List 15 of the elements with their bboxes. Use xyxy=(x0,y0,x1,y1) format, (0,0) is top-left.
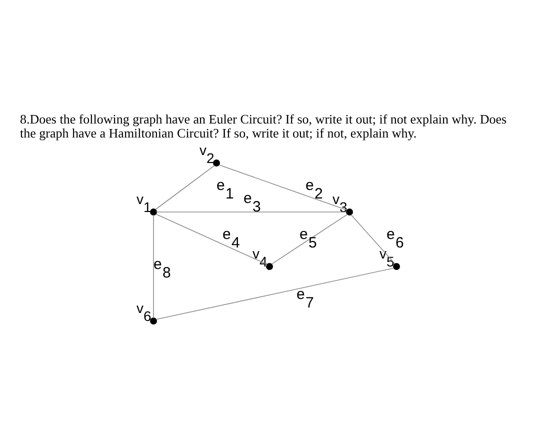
connector xyxy=(350,214,396,264)
connector xyxy=(156,211,347,212)
connector xyxy=(156,213,268,264)
node-circle xyxy=(150,317,157,324)
connector xyxy=(156,267,394,320)
node-circle xyxy=(213,159,220,166)
node-circle xyxy=(266,262,273,270)
connector xyxy=(155,164,215,210)
node-circle xyxy=(150,208,157,215)
diagram-title: 8.Does the following graph have an Euler Circuit? If so, write it out; if not explain why. Does the graph have a Hamiltonian Circuit? If so, write it out; if not, explain why. xyxy=(20,110,507,140)
node-circle xyxy=(346,208,353,215)
node-circle xyxy=(393,262,400,270)
connector xyxy=(153,214,154,318)
connector xyxy=(271,213,348,264)
connector xyxy=(218,164,348,210)
